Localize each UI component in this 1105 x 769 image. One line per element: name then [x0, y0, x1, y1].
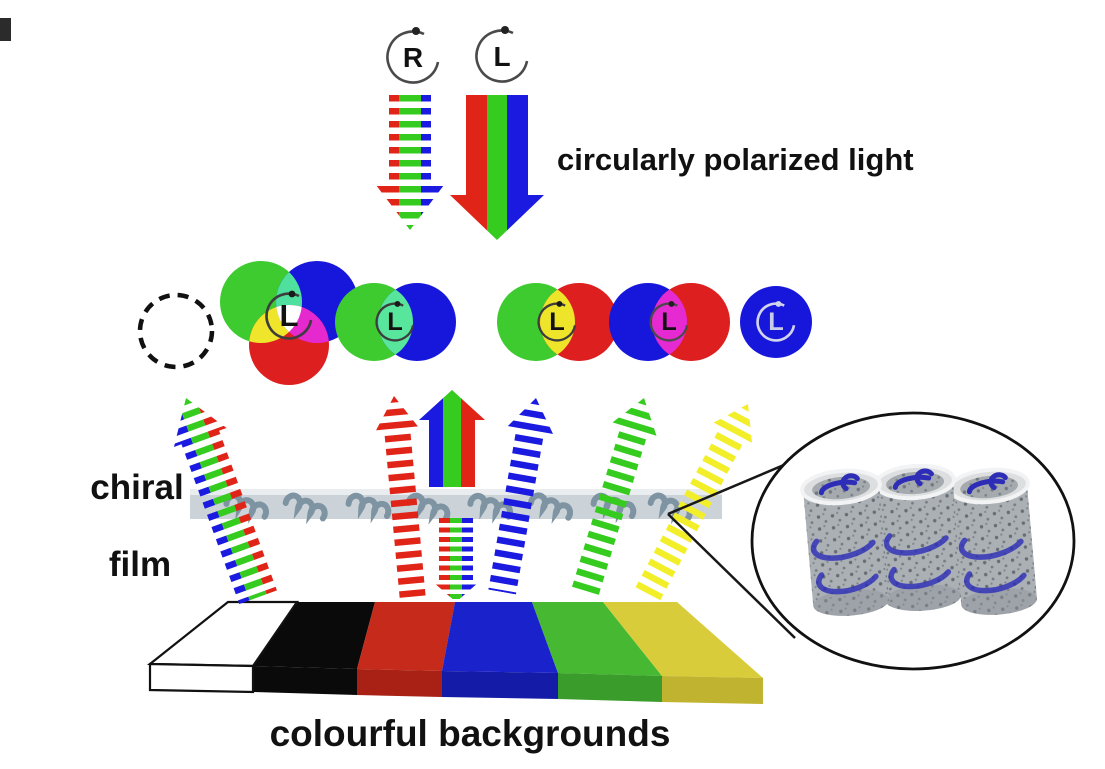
- rcp-label: R: [403, 42, 423, 73]
- handedness-label: L: [549, 308, 565, 336]
- background-section-black: [253, 602, 375, 669]
- l-rotation-icon: L: [265, 290, 313, 340]
- background-section-green: [532, 602, 662, 676]
- l-rotation-icon: L: [537, 301, 577, 342]
- background-section-yellow-front: [662, 676, 763, 704]
- film-label-film: film: [109, 545, 171, 584]
- l-rotation-icon: L: [649, 301, 689, 342]
- observed-circle-rgb-venn: L: [220, 261, 358, 385]
- transmitted-arrow-rgb-down: [433, 518, 479, 602]
- observed-circle-green-red: L: [497, 283, 618, 361]
- reflected-arrow-rgb-solid: [419, 390, 485, 487]
- l-rotation-icon: L: [375, 301, 415, 342]
- lcp-incident-arrow: [450, 95, 544, 240]
- lcp-rotation-icon: L: [475, 26, 529, 83]
- handedness-label: L: [387, 308, 403, 336]
- background-section-blue-front: [442, 671, 558, 699]
- handedness-label: L: [280, 298, 299, 333]
- background-section-red-front: [357, 669, 442, 697]
- cpl-caption: circularly polarized light: [557, 142, 914, 177]
- background-section-black-front: [253, 666, 357, 695]
- observed-circle-green-blue: L: [335, 283, 456, 361]
- handedness-label: L: [768, 308, 784, 336]
- background-section-white-front: [148, 662, 255, 694]
- background-section-blue: [442, 602, 558, 673]
- film-label-chiral: chiral: [90, 468, 183, 507]
- reflected-arrow-blue: [478, 393, 560, 597]
- l-rotation-icon: L: [756, 301, 796, 342]
- helix-cylinder: [949, 467, 1039, 618]
- magnifier-ellipse: [750, 411, 1076, 671]
- background-section-yellow: [603, 602, 763, 678]
- helix-cylinder: [801, 468, 891, 619]
- rcp-rotation-icon: R: [386, 27, 440, 84]
- backgrounds-slab: [146, 600, 763, 704]
- rcp-incident-arrow: [376, 95, 444, 230]
- helix-cylinders: [801, 463, 1039, 619]
- chiral-film-bar: [190, 489, 722, 522]
- backgrounds-caption: colourful backgrounds: [270, 713, 671, 754]
- handedness-label: L: [661, 308, 677, 336]
- corner-artifact: [0, 18, 11, 41]
- background-section-green-front: [558, 673, 662, 702]
- background-section-red: [357, 602, 455, 671]
- observed-circle-blue: L: [740, 286, 812, 358]
- observed-circle-none: [137, 292, 215, 370]
- observed-circle-blue-red: L: [609, 283, 730, 361]
- lcp-label: L: [493, 41, 510, 72]
- reflected-arrow-green: [562, 391, 667, 600]
